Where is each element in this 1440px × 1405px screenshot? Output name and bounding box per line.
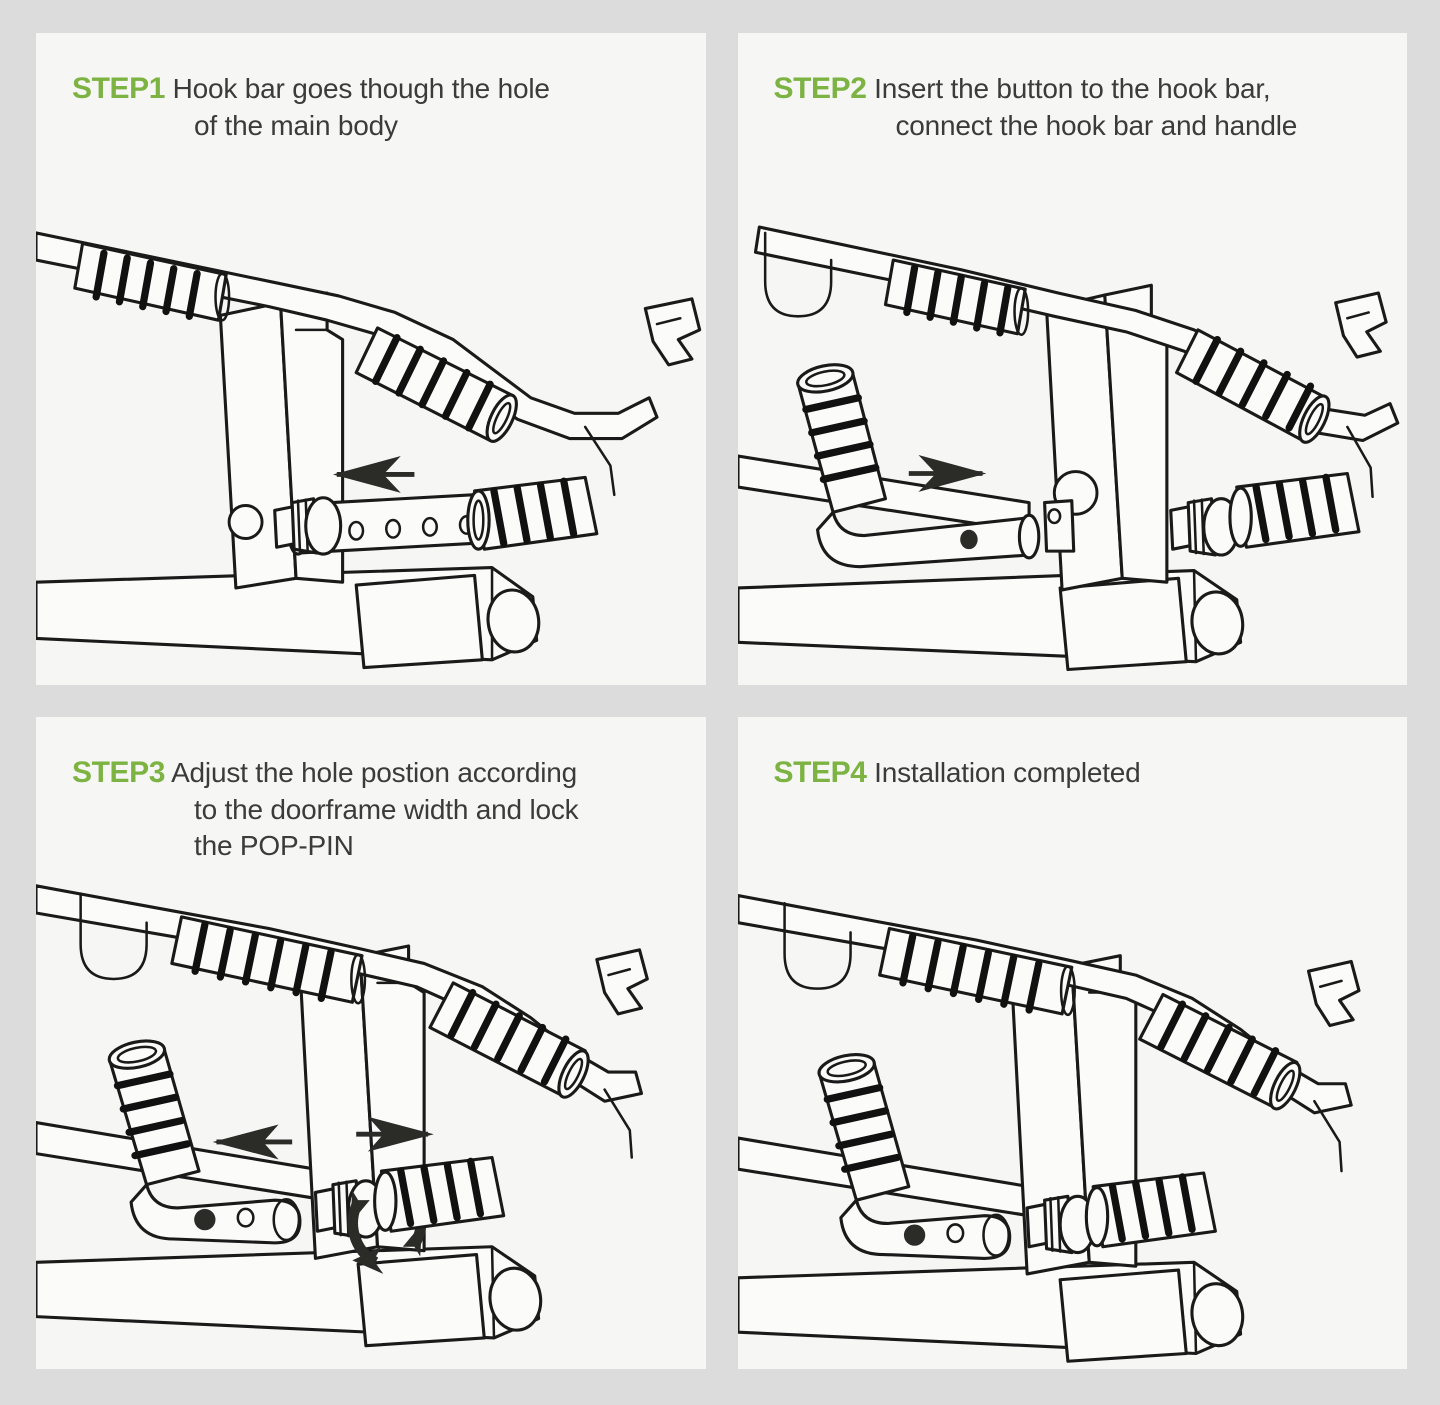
lower-pad-sleeve (1058, 576, 1188, 672)
lower-pad-sleeve (354, 573, 484, 670)
spring-button (959, 529, 978, 550)
doorframe-return (79, 892, 148, 981)
caption-step-2: STEP2 Insert the button to the hook bar,… (774, 69, 1390, 144)
main-body-bracket (1044, 283, 1168, 592)
doorframe-hook (643, 297, 702, 367)
foam-grip-upper (170, 915, 367, 1005)
left-vertical-foam-post (795, 363, 887, 514)
step-tag: STEP4 (773, 756, 867, 789)
bracket-hole-piece (1042, 499, 1075, 553)
main-body-bracket (298, 944, 426, 1260)
pop-pin-knob[interactable] (1025, 1194, 1097, 1255)
step-panel-4: STEP4 Installation completed (737, 717, 1407, 1369)
insert-arrow-right[interactable] (908, 455, 986, 492)
caption-text-line-2: connect the hook bar and handle (895, 110, 1298, 141)
illustration-step-2 (737, 225, 1399, 672)
foam-grip-knob-right (373, 1155, 506, 1233)
foam-grip-upper (877, 926, 1076, 1017)
hook-bar-with-button (815, 510, 1040, 569)
caption-line: STEP4 Installation completed (774, 753, 1390, 792)
doorframe-hook (595, 948, 649, 1016)
pop-pin-knob[interactable] (273, 496, 343, 556)
caption-text-line-1: Hook bar goes though the hole (165, 73, 550, 104)
doorframe-hook (1306, 959, 1361, 1028)
lower-pad-sleeve (356, 1252, 486, 1348)
caption-text-line-1: Adjust the hole postion according (165, 757, 577, 788)
caption-text-line-3: the POP-PIN (194, 830, 354, 862)
step-panel-2: STEP2 Insert the button to the hook bar,… (737, 33, 1407, 685)
doorframe-return (782, 902, 852, 990)
handle-connector (603, 1088, 634, 1159)
step-panel-1: STEP1 Hook bar goes though the hole of t… (36, 33, 706, 685)
step-tag: STEP1 (72, 72, 166, 105)
foam-grip-knob-right (1084, 1171, 1217, 1249)
caption-text-line-2: to the doorframe width and lock (194, 794, 579, 825)
illustration-step-3 (36, 884, 649, 1348)
hook-bar-bracket (838, 1198, 1011, 1260)
caption-step-1: STEP1 Hook bar goes though the hole of t… (72, 69, 688, 144)
foam-grip-upper-left (883, 258, 1029, 337)
caption-step-4: STEP4 Installation completed (774, 753, 1390, 792)
left-vertical-foam-post (107, 1039, 201, 1187)
step-tag: STEP3 (72, 756, 166, 789)
foam-grip-upper-right (354, 326, 518, 443)
foam-grip-upper-left (73, 241, 231, 322)
doorframe-return (763, 231, 832, 318)
doorframe-hook (1333, 291, 1388, 359)
caption-line: STEP3 Adjust the hole postion according (72, 753, 688, 792)
foam-grip-right (428, 981, 590, 1099)
foam-grip-upper-right (1174, 328, 1331, 444)
caption-step-3: STEP3 Adjust the hole postion according … (72, 753, 688, 865)
caption-text-line-2: of the main body (194, 110, 398, 141)
caption-line: STEP2 Insert the button to the hook bar, (774, 69, 1390, 108)
caption-line: STEP1 Hook bar goes though the hole (72, 69, 688, 108)
handle-connector (583, 425, 616, 497)
handle-connector (1345, 425, 1374, 499)
step-tag: STEP2 (773, 72, 867, 105)
foam-grip-hook-bar (466, 475, 599, 551)
step-panel-3: STEP3 Adjust the hole postion according … (36, 717, 706, 1369)
caption-text-line-1: Insert the button to the hook bar, (866, 73, 1271, 104)
spring-button (194, 1208, 216, 1231)
insert-arrow-left[interactable] (332, 456, 415, 493)
foam-grip-right (1137, 992, 1301, 1111)
illustration-step-1 (36, 231, 702, 670)
spring-button (903, 1224, 925, 1246)
foam-grip-right (1227, 471, 1361, 549)
pop-pin-knob[interactable] (1168, 497, 1240, 557)
lower-pad-sleeve (1058, 1268, 1188, 1363)
slide-arrow-right[interactable] (356, 1116, 434, 1152)
hook-bar-bracket (129, 1183, 302, 1245)
illustration-step-4 (737, 893, 1361, 1363)
left-vertical-foam-post (816, 1053, 910, 1202)
caption-text-line-1: Installation completed (866, 757, 1141, 788)
handle-connector (1312, 1099, 1343, 1173)
slide-arrow-left[interactable] (212, 1124, 293, 1160)
